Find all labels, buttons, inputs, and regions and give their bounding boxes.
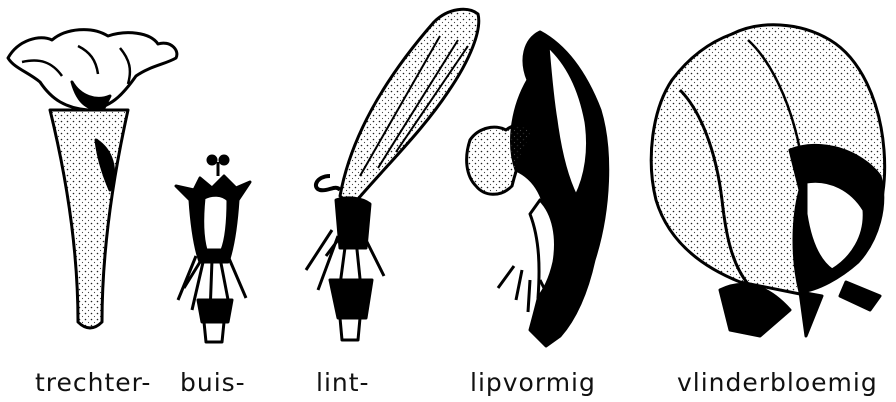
- papilionaceous-flower-drawing: [651, 25, 884, 336]
- label-lint: lint-: [316, 368, 370, 397]
- ligulate-flower-drawing: [306, 9, 479, 340]
- label-trechter: trechter-: [35, 368, 151, 397]
- tubular-flower-drawing: [176, 156, 250, 342]
- funnel-flower-drawing: [8, 30, 177, 328]
- label-buis: buis-: [180, 368, 246, 397]
- label-lipvormig: lipvormig: [470, 368, 596, 397]
- label-vlinderbloemig: vlinderbloemig: [677, 368, 878, 397]
- lipped-flower-drawing: [467, 32, 608, 346]
